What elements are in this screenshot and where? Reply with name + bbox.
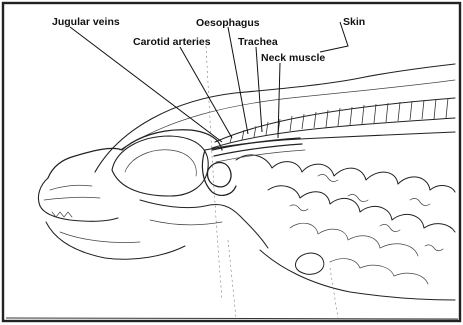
label-skin: Skin	[343, 16, 365, 28]
skin-outline	[95, 64, 455, 172]
label-carotid-arteries: Carotid arteries	[133, 36, 211, 48]
leader-carotid	[180, 47, 232, 138]
label-neck-muscle: Neck muscle	[261, 52, 325, 64]
label-trachea: Trachea	[238, 36, 278, 48]
label-jugular-veins: Jugular veins	[52, 16, 120, 28]
thyroid-lobe	[295, 253, 323, 274]
figure-border	[3, 3, 460, 321]
vertebral-column	[212, 98, 455, 148]
reference-lines	[206, 46, 338, 318]
label-oesophagus: Oesophagus	[196, 17, 260, 29]
larynx	[207, 163, 231, 187]
neck-tubes	[212, 138, 305, 162]
border-shadow-line	[6, 318, 458, 319]
skull	[38, 130, 268, 260]
